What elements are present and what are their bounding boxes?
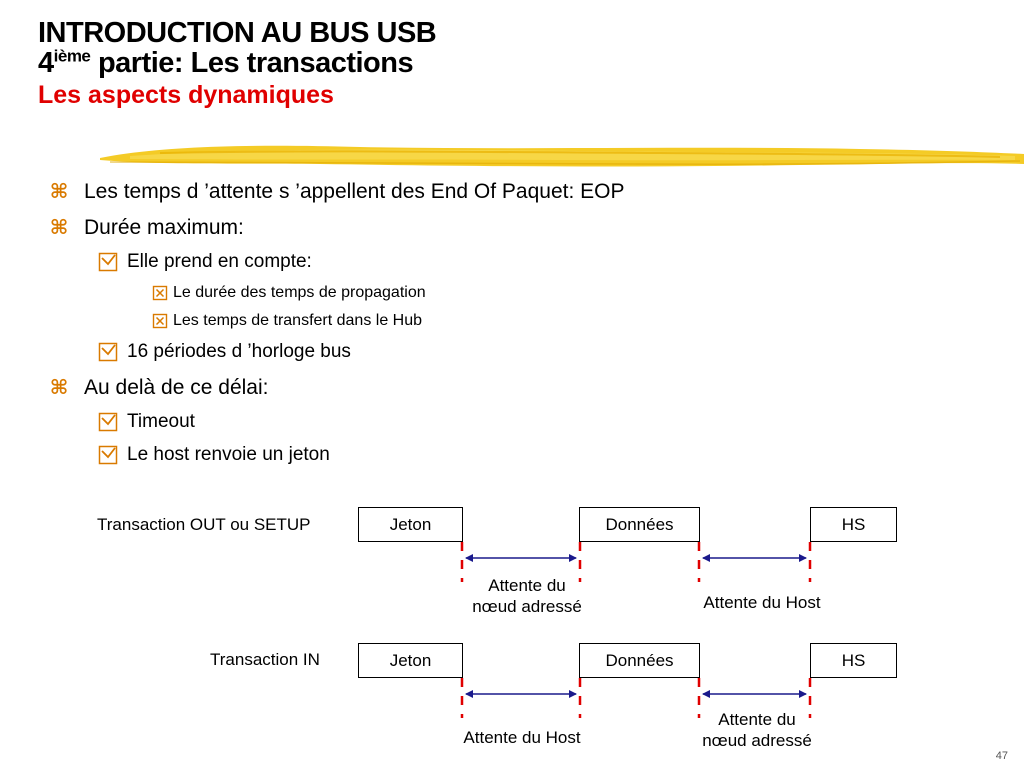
wait-label-row2-2: Attente du nœud adressé	[702, 710, 812, 750]
title-line-2: 4ième partie: Les transactions	[38, 46, 436, 79]
checkbox-checked-bullet-icon	[98, 412, 118, 432]
slide-subtitle: Les aspects dynamiques	[38, 81, 334, 109]
bullet-text: Timeout	[127, 411, 195, 432]
bullet-item: ⌘ Au delà de ce délai:	[46, 375, 269, 400]
bullet-item: Elle prend en compte:	[98, 251, 312, 273]
bullet-text: Le durée des temps de propagation	[173, 284, 426, 301]
bullet-text: Les temps d ’attente s ’appellent des En…	[84, 179, 625, 203]
bullet-item: Timeout	[98, 411, 195, 433]
brush-stroke-decoration	[100, 145, 1024, 167]
bullet-text: Elle prend en compte:	[127, 251, 312, 272]
bullet-list: ⌘ Les temps d ’attente s ’appellent des …	[46, 179, 625, 466]
wait-label-row2-1: Attente du Host	[463, 728, 581, 747]
packet-box-jeton: Jeton	[358, 507, 463, 542]
title-part-text: partie: Les transactions	[90, 47, 414, 79]
bullet-text: Au delà de ce délai:	[84, 375, 269, 399]
checkbox-checked-bullet-icon	[98, 252, 118, 272]
bullet-text: 16 périodes d ’horloge bus	[127, 341, 351, 362]
packet-box-hs: HS	[810, 643, 897, 678]
command-key-bullet-icon: ⌘	[49, 217, 69, 239]
row-label-in: Transaction IN	[210, 650, 320, 669]
bullet-item: Les temps de transfert dans le Hub	[152, 312, 422, 330]
row-label-out-setup: Transaction OUT ou SETUP	[97, 515, 311, 534]
packet-box-donnees: Données	[579, 643, 700, 678]
packet-box-jeton: Jeton	[358, 643, 463, 678]
slide-number: 47	[995, 750, 1008, 762]
command-key-bullet-icon: ⌘	[49, 377, 69, 399]
packet-box-donnees: Données	[579, 507, 700, 542]
slide-title: INTRODUCTION AU BUS USB 4ième partie: Le…	[38, 17, 437, 112]
title-superscript: ième	[53, 46, 91, 66]
wait-label-row1-2: Attente du Host	[703, 593, 821, 612]
bullet-item: 16 périodes d ’horloge bus	[98, 341, 351, 363]
bullet-item: Le host renvoie un jeton	[98, 444, 330, 466]
bullet-text: Les temps de transfert dans le Hub	[173, 312, 423, 329]
title-part-number: 4	[38, 47, 54, 79]
row1-dashed-markers	[460, 542, 812, 582]
command-key-bullet-icon: ⌘	[49, 181, 69, 203]
bullet-item: ⌘ Durée maximum:	[46, 215, 244, 240]
row2-dashed-markers	[460, 678, 812, 718]
bullet-item: Le durée des temps de propagation	[152, 284, 426, 302]
bullet-item: ⌘ Les temps d ’attente s ’appellent des …	[46, 179, 625, 204]
packet-box-hs: HS	[810, 507, 897, 542]
title-line-1: INTRODUCTION AU BUS USB	[38, 17, 437, 49]
checkbox-x-bullet-icon	[152, 285, 168, 301]
wait-label-row1-1: Attente du nœud adressé	[472, 576, 582, 616]
checkbox-checked-bullet-icon	[98, 445, 118, 465]
bullet-text: Durée maximum:	[84, 215, 244, 239]
checkbox-x-bullet-icon	[152, 313, 168, 329]
checkbox-checked-bullet-icon	[98, 342, 118, 362]
bullet-text: Le host renvoie un jeton	[127, 444, 330, 465]
